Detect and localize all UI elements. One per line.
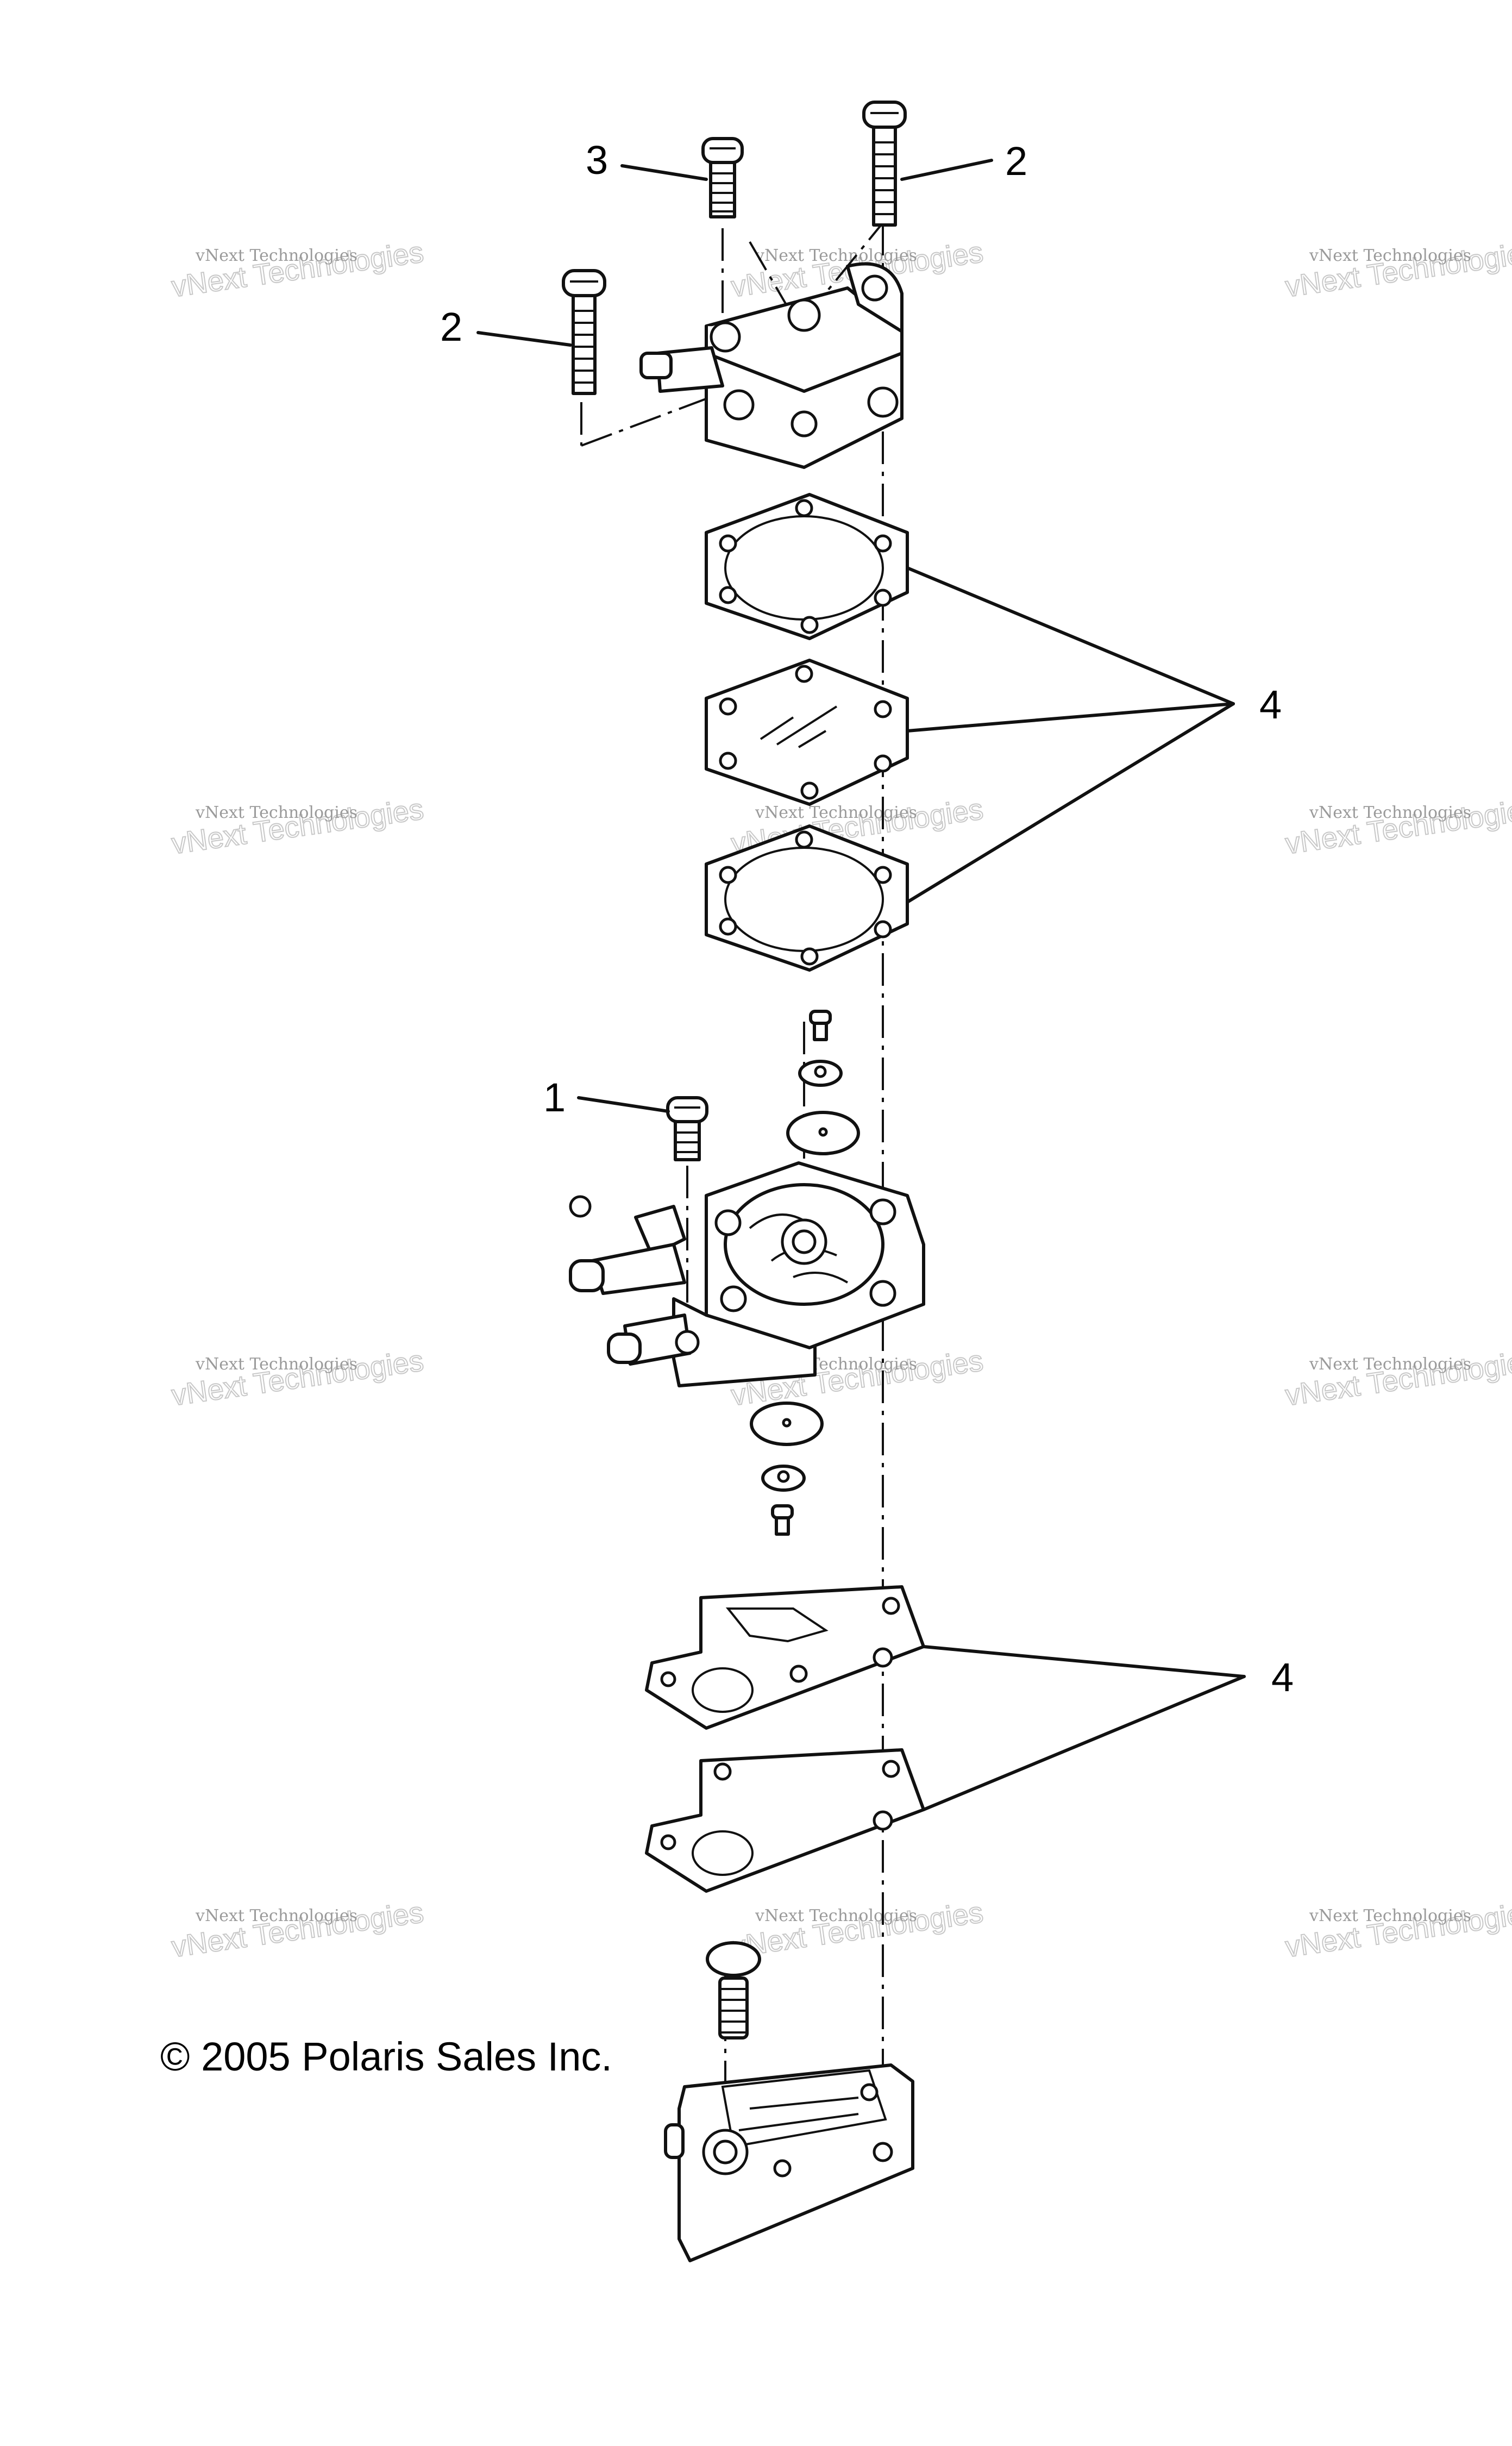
watermark: vNext Technologies vNext Technologies xyxy=(169,1896,426,1964)
watermark-text: vNext Technologies xyxy=(755,803,917,822)
leader-4-a xyxy=(906,566,1235,705)
watermark-text: vNext Technologies xyxy=(195,1906,357,1925)
watermark-text: vNext Technologies xyxy=(195,803,357,822)
leader-3 xyxy=(620,164,708,181)
callout-label: 3 xyxy=(586,137,608,183)
watermark: vNext Technologies vNext Technologies xyxy=(1283,1896,1512,1964)
watermark-text: vNext Technologies xyxy=(195,246,357,265)
guide-top-cover xyxy=(749,222,884,328)
pump-body xyxy=(569,1161,925,1387)
watermark: vNext Technologies vNext Technologies xyxy=(169,792,426,861)
screw-1 xyxy=(666,1096,708,1161)
callouts: 3 2 2 4 1 4 xyxy=(440,137,1294,1700)
watermark: vNext Technologies vNext Technologies xyxy=(729,1896,986,1964)
diaphragm-upper xyxy=(705,659,909,806)
gasket-upper-2 xyxy=(705,824,909,972)
leader-1 xyxy=(577,1096,670,1113)
base-plate xyxy=(664,2063,914,2262)
gasket-lower-1 xyxy=(645,1585,925,1730)
callout-label: 1 xyxy=(543,1075,566,1120)
watermark-text: vNext Technologies xyxy=(755,246,917,265)
leader-4-e xyxy=(922,1675,1246,1811)
valve-retainer-upper xyxy=(798,1060,843,1087)
leader-4-c xyxy=(906,702,1235,904)
callout-label: 2 xyxy=(1005,139,1027,184)
watermark: vNext Technologies vNext Technologies xyxy=(1283,1344,1512,1412)
watermark: vNext Technologies vNext Technologies xyxy=(169,235,426,304)
gasket-lower-2 xyxy=(645,1748,925,1893)
watermarks: vNext Technologies vNext Technologies vN… xyxy=(169,235,1512,1964)
screw-2-right xyxy=(862,101,907,227)
valve-screw-lower xyxy=(771,1504,794,1536)
watermark: vNext Technologies vNext Technologies xyxy=(169,1344,426,1412)
screw-2-left xyxy=(562,269,606,395)
callout-label: 2 xyxy=(440,304,462,349)
gasket-upper-1 xyxy=(705,493,909,640)
watermark: vNext Technologies vNext Technologies xyxy=(1283,235,1512,304)
callout-label: 4 xyxy=(1259,682,1282,727)
callout-label: 4 xyxy=(1271,1655,1294,1700)
leader-4-b xyxy=(906,702,1235,733)
watermark-text: vNext Technologies xyxy=(1309,1906,1471,1925)
screw-3 xyxy=(701,137,744,218)
leader-4-d xyxy=(922,1645,1246,1678)
valve-spring xyxy=(718,1976,749,2040)
leader-2-left xyxy=(476,331,572,347)
watermark-text: vNext Technologies xyxy=(1309,1355,1471,1374)
leader-screw-2-left xyxy=(581,396,712,447)
leader-lines xyxy=(476,159,1246,1811)
valve-retainer-lower xyxy=(761,1465,806,1492)
watermark: vNext Technologies vNext Technologies xyxy=(1283,792,1512,861)
valve-screw-upper xyxy=(809,1010,832,1041)
top-cover xyxy=(639,262,904,469)
leader-2-top xyxy=(900,159,993,181)
valve-disc-upper xyxy=(786,1111,860,1155)
valve-disc-lower xyxy=(750,1402,824,1446)
watermark-text: vNext Technologies xyxy=(1309,246,1471,265)
watermark-text: vNext Technologies xyxy=(755,1906,917,1925)
copyright-notice: © 2005 Polaris Sales Inc. xyxy=(160,2034,612,2079)
valve-cap xyxy=(706,1941,761,1977)
watermark-text: vNext Technologies xyxy=(1309,803,1471,822)
watermark-text: vNext Technologies xyxy=(195,1355,357,1374)
